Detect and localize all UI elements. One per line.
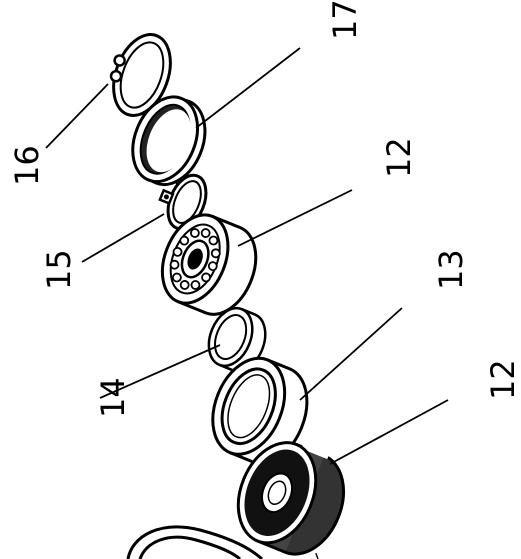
part-12-ball-bearing xyxy=(160,213,258,316)
leader-14 xyxy=(99,344,221,399)
callout-12-lower: 12 xyxy=(484,359,521,400)
part-16-snap-ring xyxy=(109,33,172,117)
leader-17 xyxy=(195,47,301,129)
leader-15 xyxy=(81,213,165,263)
callout-12-upper: 12 xyxy=(380,137,418,178)
callout-14: 14 xyxy=(94,377,132,418)
callout-17: 17 xyxy=(326,0,364,40)
leader-16 xyxy=(45,83,109,149)
callout-16: 16 xyxy=(8,145,46,186)
leader-lines xyxy=(45,47,449,465)
part-14-inner-ring xyxy=(207,306,267,373)
housing-fragment xyxy=(126,525,264,559)
part-12-sealed-bearing xyxy=(236,441,345,556)
leader-12b xyxy=(329,399,449,465)
leader-12a xyxy=(237,189,353,247)
leader-13 xyxy=(299,307,403,401)
part-13-bearing-cup xyxy=(211,356,309,465)
part-17-spacer-ring xyxy=(131,95,207,187)
callout-15: 15 xyxy=(40,249,78,290)
callout-13: 13 xyxy=(432,249,470,290)
